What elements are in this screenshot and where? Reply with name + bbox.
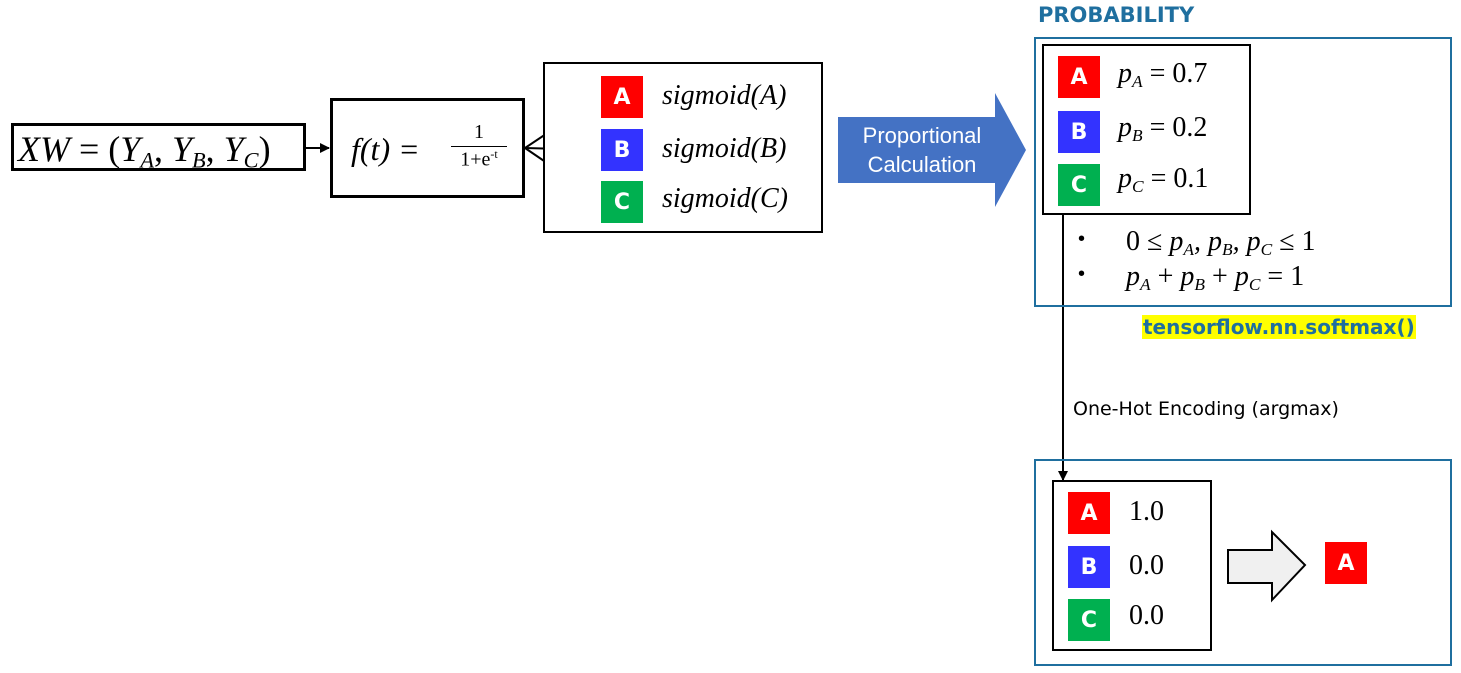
one-hot-encoding-label: One-Hot Encoding (argmax) [1073,398,1339,420]
fraction-numerator: 1 [451,121,507,147]
onehot-c-value: 0.0 [1129,600,1164,631]
onehot-b-value: 0.0 [1129,550,1164,581]
activation-fraction: 1 1+e-t [451,121,507,172]
probability-title: PROBABILITY [1038,3,1195,27]
denominator-base: 1+e [460,148,491,171]
constraint-bullet-1: • [1078,228,1086,250]
proportional-calculation-label: Proportional Calculation [842,121,1002,179]
one-hot-panel [1034,459,1452,666]
denominator-exp: -t [490,147,498,161]
prob-c-sub: C [1132,177,1144,197]
badge-a: A [601,76,643,118]
result-arrow-shape [1227,529,1307,603]
input-sub-c: C [243,147,259,173]
input-y-c: Y [223,129,244,169]
onehot-a-value: 1.0 [1129,496,1164,527]
onehot-badge-c: C [1068,599,1110,641]
proportional-label-line2: Calculation [867,152,977,177]
prob-b-number: 0.2 [1172,112,1208,143]
proportional-label-line1: Proportional [862,123,982,148]
sigmoid-outputs-box [543,62,823,233]
input-y-a: Y [120,129,141,169]
prob-b-value: pB = 0.2 [1118,112,1208,146]
input-lhs: XW [18,129,70,169]
prob-badge-b: B [1058,111,1100,153]
onehot-badge-a: A [1068,492,1110,534]
input-sub-b: B [192,147,206,173]
sigmoid-a-label: sigmoid(A) [662,80,787,111]
input-expression: XW = (YA, YB, YC) [18,129,271,173]
probability-panel [1034,37,1452,307]
result-badge-a: A [1325,542,1367,584]
prob-a-value: pA = 0.7 [1118,58,1208,92]
input-open-paren: ( [108,129,121,169]
constraint-sum: pA + pB + pC = 1 [1126,261,1305,295]
activation-lhs: f(t) = [351,131,420,168]
onehot-badge-b: B [1068,546,1110,588]
badge-c: C [601,181,643,223]
proportional-calculation-arrow-shape [838,93,1026,207]
prob-badge-a: A [1058,56,1100,98]
input-box: XW = (YA, YB, YC) [11,123,306,173]
badge-b: B [601,129,643,171]
prob-a-number: 0.7 [1172,58,1208,89]
prob-badge-c: C [1058,164,1100,206]
prob-a-sub: A [1132,72,1143,92]
input-eq: = [78,129,100,169]
input-y-b: Y [171,129,192,169]
softmax-function-label: tensorflow.nn.softmax() [1142,315,1416,339]
prob-c-number: 0.1 [1173,163,1209,194]
prob-b-sub: B [1132,126,1143,146]
sigmoid-c-label: sigmoid(C) [662,183,788,214]
prob-c-value: pC = 0.1 [1118,163,1209,197]
constraint-range: 0 ≤ pA, pB, pC ≤ 1 [1126,226,1316,260]
activation-box: f(t) = 1 1+e-t [330,98,525,198]
input-sub-a: A [140,147,154,173]
constraint-bullet-2: • [1078,263,1086,285]
fraction-denominator: 1+e-t [451,147,507,172]
sigmoid-b-label: sigmoid(B) [662,133,787,164]
activation-lhs-text: f(t) = [351,131,420,167]
input-close-paren: ) [258,129,271,169]
